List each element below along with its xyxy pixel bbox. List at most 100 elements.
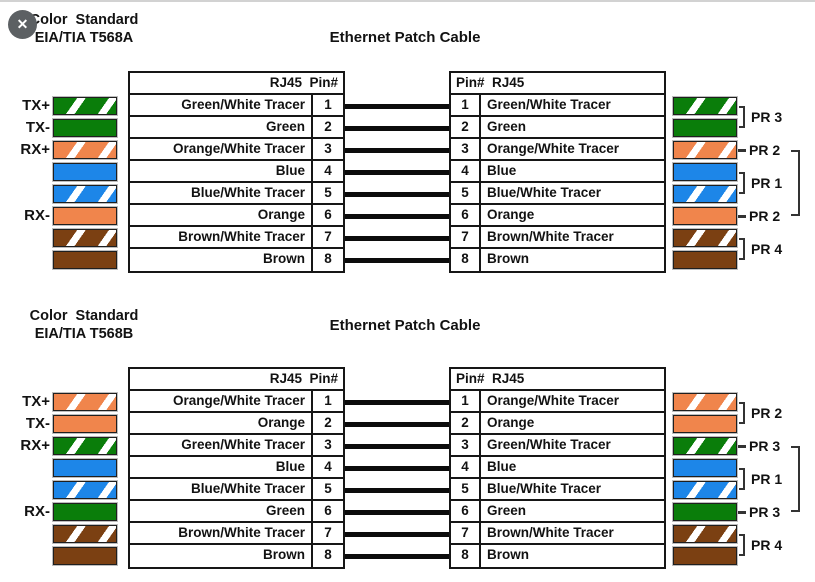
wire-color-swatch-right [673,97,737,115]
pin-number: 7 [451,523,481,543]
wire-color-swatch-left [53,97,117,115]
wire-color-name: Orange [487,415,535,430]
pair-label: PR 3 [749,438,781,454]
table-row: Brown 8 [130,249,343,271]
diagram-title: Ethernet Patch Cable [329,29,481,46]
wire-connector-line [345,147,449,153]
right-table-header: Pin# RJ45 [451,369,664,391]
wire-connector-line [345,125,449,131]
wire-color-swatch-left [53,525,117,543]
pair-dash [738,214,746,218]
wire-connector-line [345,465,449,471]
wire-color-swatch-right [673,185,737,203]
pin-number: 8 [324,251,332,266]
wire-color-name: Orange [130,205,313,225]
signal-label-tx-minusplus: TX+ [22,393,50,410]
wire-connector-line [345,553,449,559]
wire-connector-line [345,509,449,515]
pin-number: 7 [324,525,332,540]
wire-color-name: Blue [130,161,313,181]
wire-connector-line [345,443,449,449]
wire-connector-line [345,103,449,109]
wire-color-swatch-left [53,437,117,455]
wire-color-swatch-right [673,437,737,455]
signal-label-tx-minusplus: TX+ [22,97,50,114]
wire-color-name: Blue/White Tracer [487,481,602,496]
wire-color-name: Green/White Tracer [130,95,313,115]
wire-connector-line [345,421,449,427]
pair-label: PR 3 [749,504,781,520]
pin-number: 5 [324,185,332,200]
pair-label: PR 2 [749,142,781,158]
signal-label-tx-minus: TX- [25,415,50,432]
wire-color-swatch-right [673,163,737,181]
wire-color-name: Blue/White Tracer [487,185,602,200]
left-table-header: RJ45 Pin# [130,73,343,95]
pin-number: 6 [451,501,481,521]
wire-connector-line [345,169,449,175]
pin-number: 3 [451,435,481,455]
pair-dash [738,148,746,152]
standard-name: Color Standard [29,308,139,324]
wire-connector-line [345,531,449,537]
pin-number: 6 [451,205,481,225]
pin-number: 8 [451,249,481,271]
wire-color-swatch-right [673,547,737,565]
wire-connector-line [345,213,449,219]
wire-color-name: Blue [487,459,517,474]
pin-number: 3 [324,437,332,452]
pair-bracket [739,106,745,128]
wire-color-swatch-right [673,481,737,499]
wire-color-swatch-right [673,415,737,433]
pin-number: 2 [451,413,481,433]
wire-color-name: Blue [487,163,517,178]
pair-label: PR 2 [749,208,781,224]
pair-dash [738,444,746,448]
wire-color-swatch-right [673,229,737,247]
wire-connector-line [345,487,449,493]
wire-color-name: Orange [130,413,313,433]
wire-color-name: Brown [487,547,529,562]
wire-color-name: Orange/White Tracer [130,139,313,159]
wire-color-swatch-left [53,185,117,203]
pair-bracket [739,534,745,556]
pin-number: 7 [324,229,332,244]
wire-color-name: Brown [130,249,313,271]
wire-color-swatch-right [673,251,737,269]
pair-label: PR 1 [751,175,783,191]
close-icon[interactable]: ✕ [8,10,37,39]
pin-number: 6 [324,207,332,222]
wire-color-name: Brown [130,545,313,567]
pin-number: 5 [324,481,332,496]
pair-bracket [739,238,745,260]
wire-color-name: Blue/White Tracer [130,479,313,499]
right-table-header: Pin# RJ45 [451,73,664,95]
top-divider-line [0,0,815,2]
wire-color-swatch-left [53,119,117,137]
pair-split-bracket [791,150,800,216]
wire-connector-line [345,399,449,405]
pin-number: 2 [451,117,481,137]
